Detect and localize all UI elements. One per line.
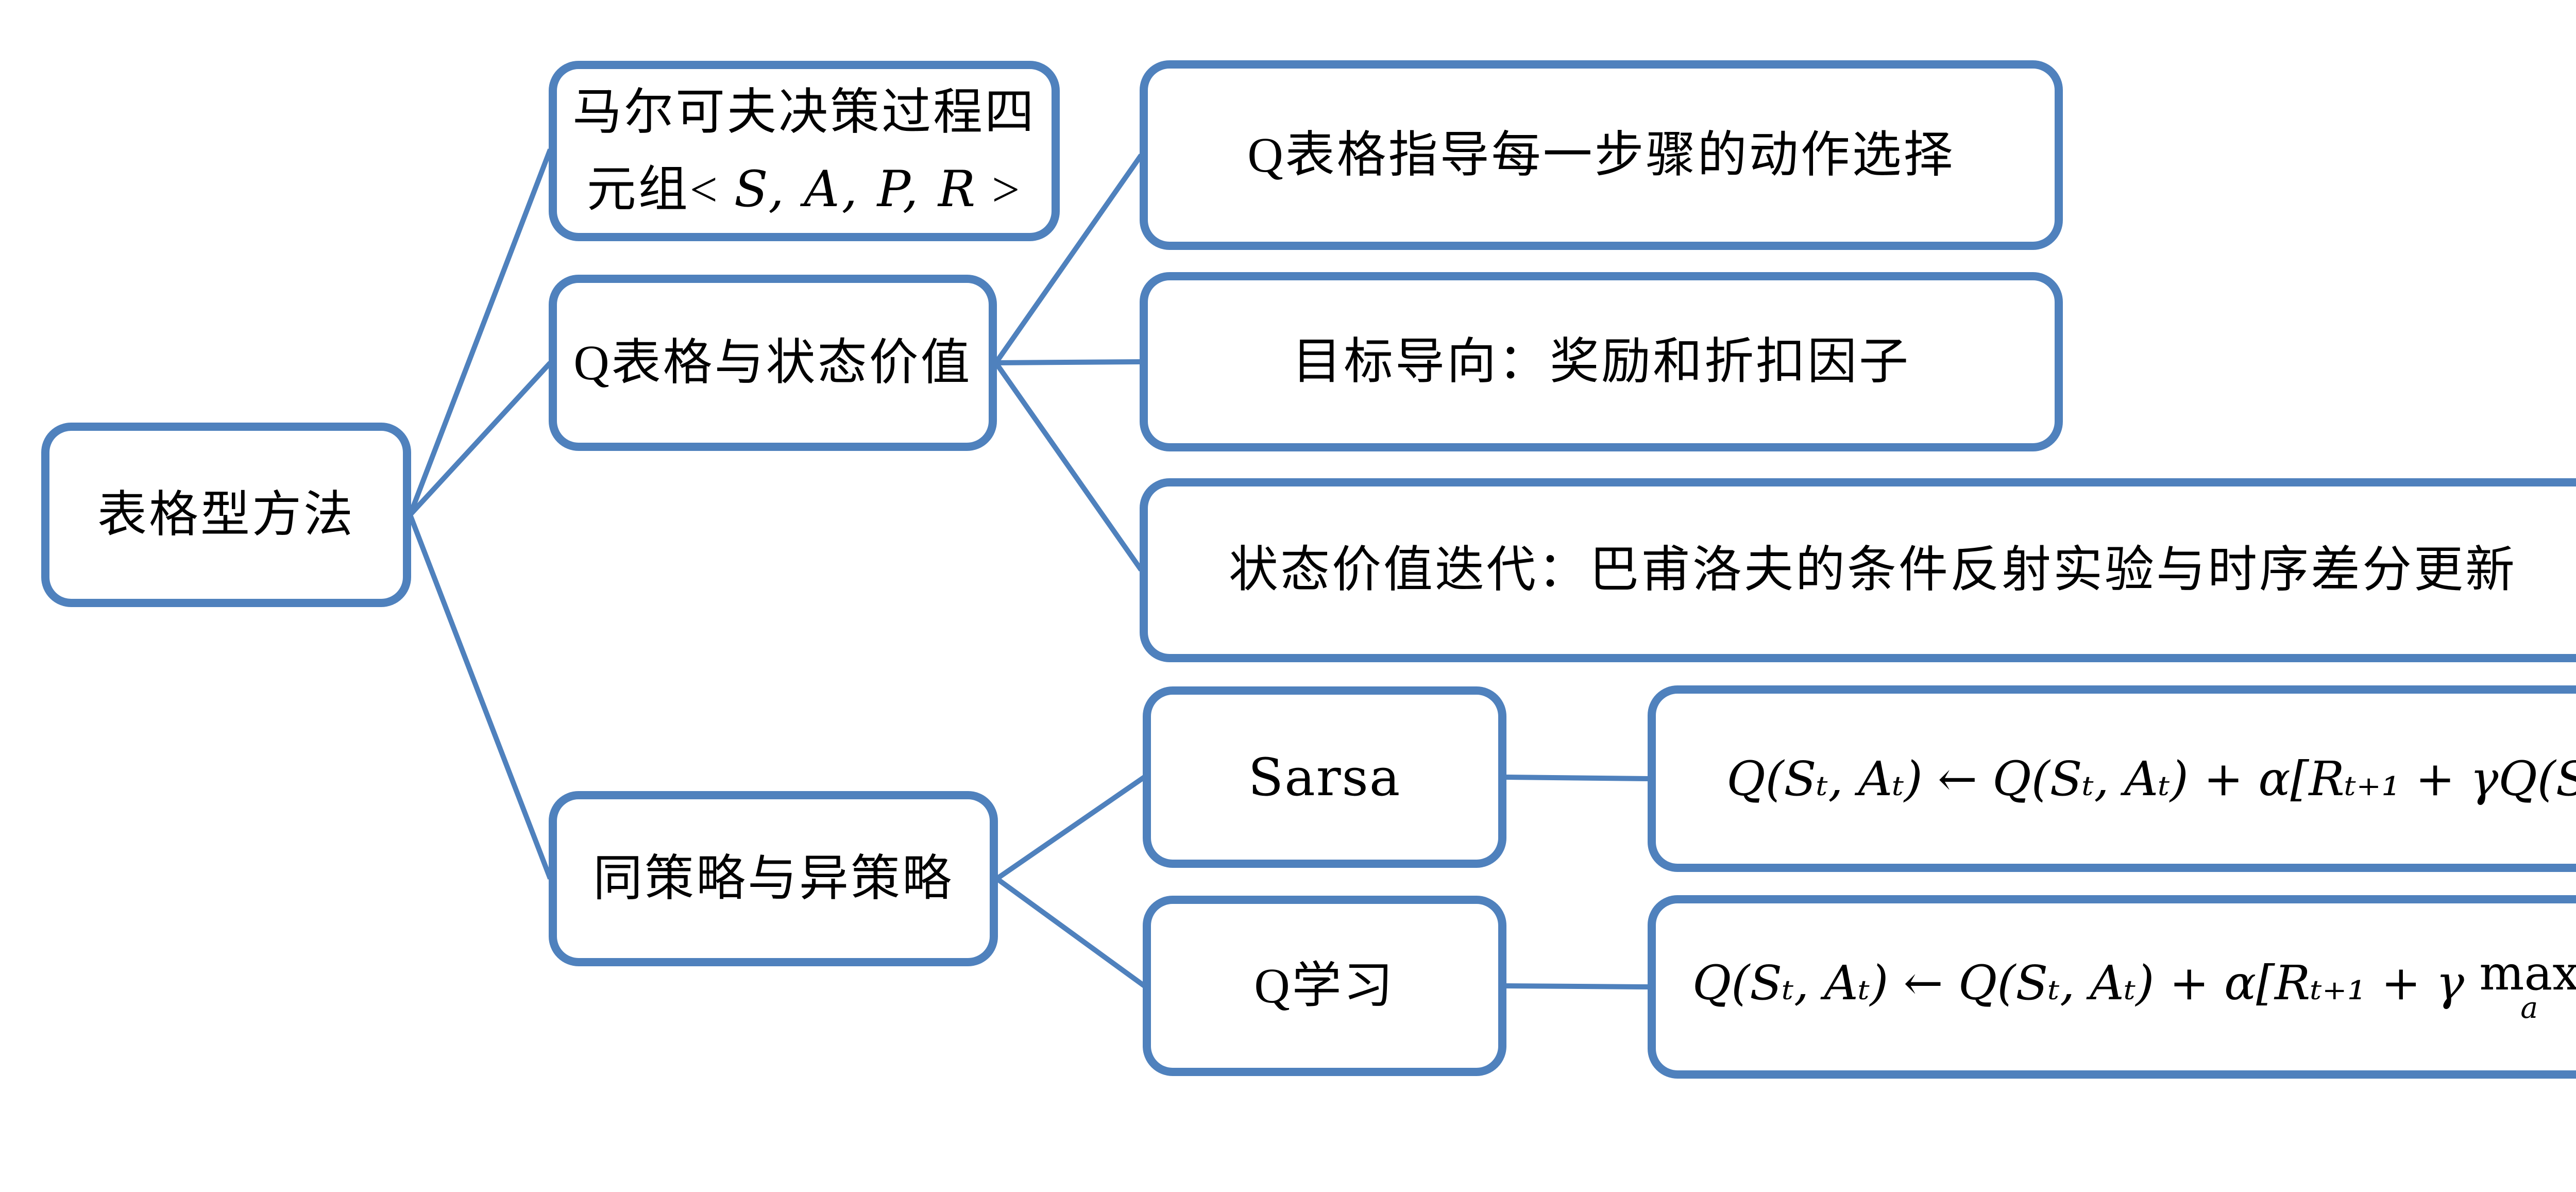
mdp-tuple-math: S, A, P, R bbox=[734, 160, 978, 218]
mdp-label-line1: 马尔可夫决策过程四 bbox=[572, 84, 1036, 140]
connector-qtable-iteration bbox=[993, 361, 1144, 572]
node-tabular-methods[interactable]: 表格型方法 bbox=[41, 423, 411, 607]
node-qtable-state-value-label: Q表格与状态价值 bbox=[573, 334, 972, 390]
node-sarsa-label: Sarsa bbox=[1248, 747, 1401, 808]
node-qtable-action-selection[interactable]: Q表格指导每一步骤的动作选择 bbox=[1140, 60, 2063, 250]
node-on-policy-off-policy-label: 同策略与异策略 bbox=[593, 850, 954, 906]
node-state-value-iteration-label: 状态价值迭代：巴甫洛夫的条件反射实验与时序差分更新 bbox=[1229, 542, 2517, 598]
max-operator-subscript: a bbox=[2520, 990, 2538, 1025]
connector-qtable-goal bbox=[995, 359, 1142, 365]
connector-policy-qlearning bbox=[995, 876, 1146, 988]
qlearning-formula-pre: Q(Sₜ, Aₜ) ← Q(Sₜ, Aₜ) + α[Rₜ₊₁ + γ bbox=[1692, 955, 2480, 1011]
node-sarsa[interactable]: Sarsa bbox=[1143, 686, 1506, 868]
mdp-label-line2-prefix: 元组< bbox=[586, 161, 734, 217]
node-qtable-state-value[interactable]: Q表格与状态价值 bbox=[549, 275, 997, 451]
node-qtable-action-selection-label: Q表格指导每一步骤的动作选择 bbox=[1247, 127, 1955, 182]
node-goal-oriented-label: 目标导向：奖励和折扣因子 bbox=[1292, 333, 1910, 389]
node-mdp-tuple-label: 马尔可夫决策过程四元组< S, A, P, R > bbox=[572, 74, 1036, 228]
node-goal-oriented[interactable]: 目标导向：奖励和折扣因子 bbox=[1140, 272, 2063, 451]
sarsa-update-formula: Q(Sₜ, Aₜ) ← Q(Sₜ, Aₜ) + α[Rₜ₊₁ + γQ(Sₜ₊₁… bbox=[1726, 751, 2576, 807]
connector-qtable-guide bbox=[993, 154, 1144, 364]
connector-root-policy bbox=[408, 514, 553, 880]
node-sarsa-update-formula[interactable]: Q(Sₜ, Aₜ) ← Q(Sₜ, Aₜ) + α[Rₜ₊₁ + γQ(Sₜ₊₁… bbox=[1648, 685, 2576, 872]
max-operator-word: max bbox=[2479, 945, 2576, 1001]
node-qlearning-label: Q学习 bbox=[1254, 958, 1395, 1013]
connector-root-qtable bbox=[408, 361, 552, 517]
mdp-label-line2-suffix: > bbox=[977, 161, 1022, 217]
node-mdp-tuple[interactable]: 马尔可夫决策过程四元组< S, A, P, R > bbox=[549, 61, 1060, 241]
node-qlearning[interactable]: Q学习 bbox=[1143, 896, 1506, 1076]
node-state-value-iteration[interactable]: 状态价值迭代：巴甫洛夫的条件反射实验与时序差分更新 bbox=[1140, 478, 2576, 662]
node-on-policy-off-policy[interactable]: 同策略与异策略 bbox=[549, 791, 998, 966]
connector-sarsa-formula bbox=[1505, 775, 1649, 781]
connector-policy-sarsa bbox=[995, 775, 1146, 881]
connector-qlearning-formula bbox=[1505, 983, 1649, 989]
connector-root-mdp bbox=[408, 148, 553, 516]
node-tabular-methods-label: 表格型方法 bbox=[97, 486, 355, 542]
